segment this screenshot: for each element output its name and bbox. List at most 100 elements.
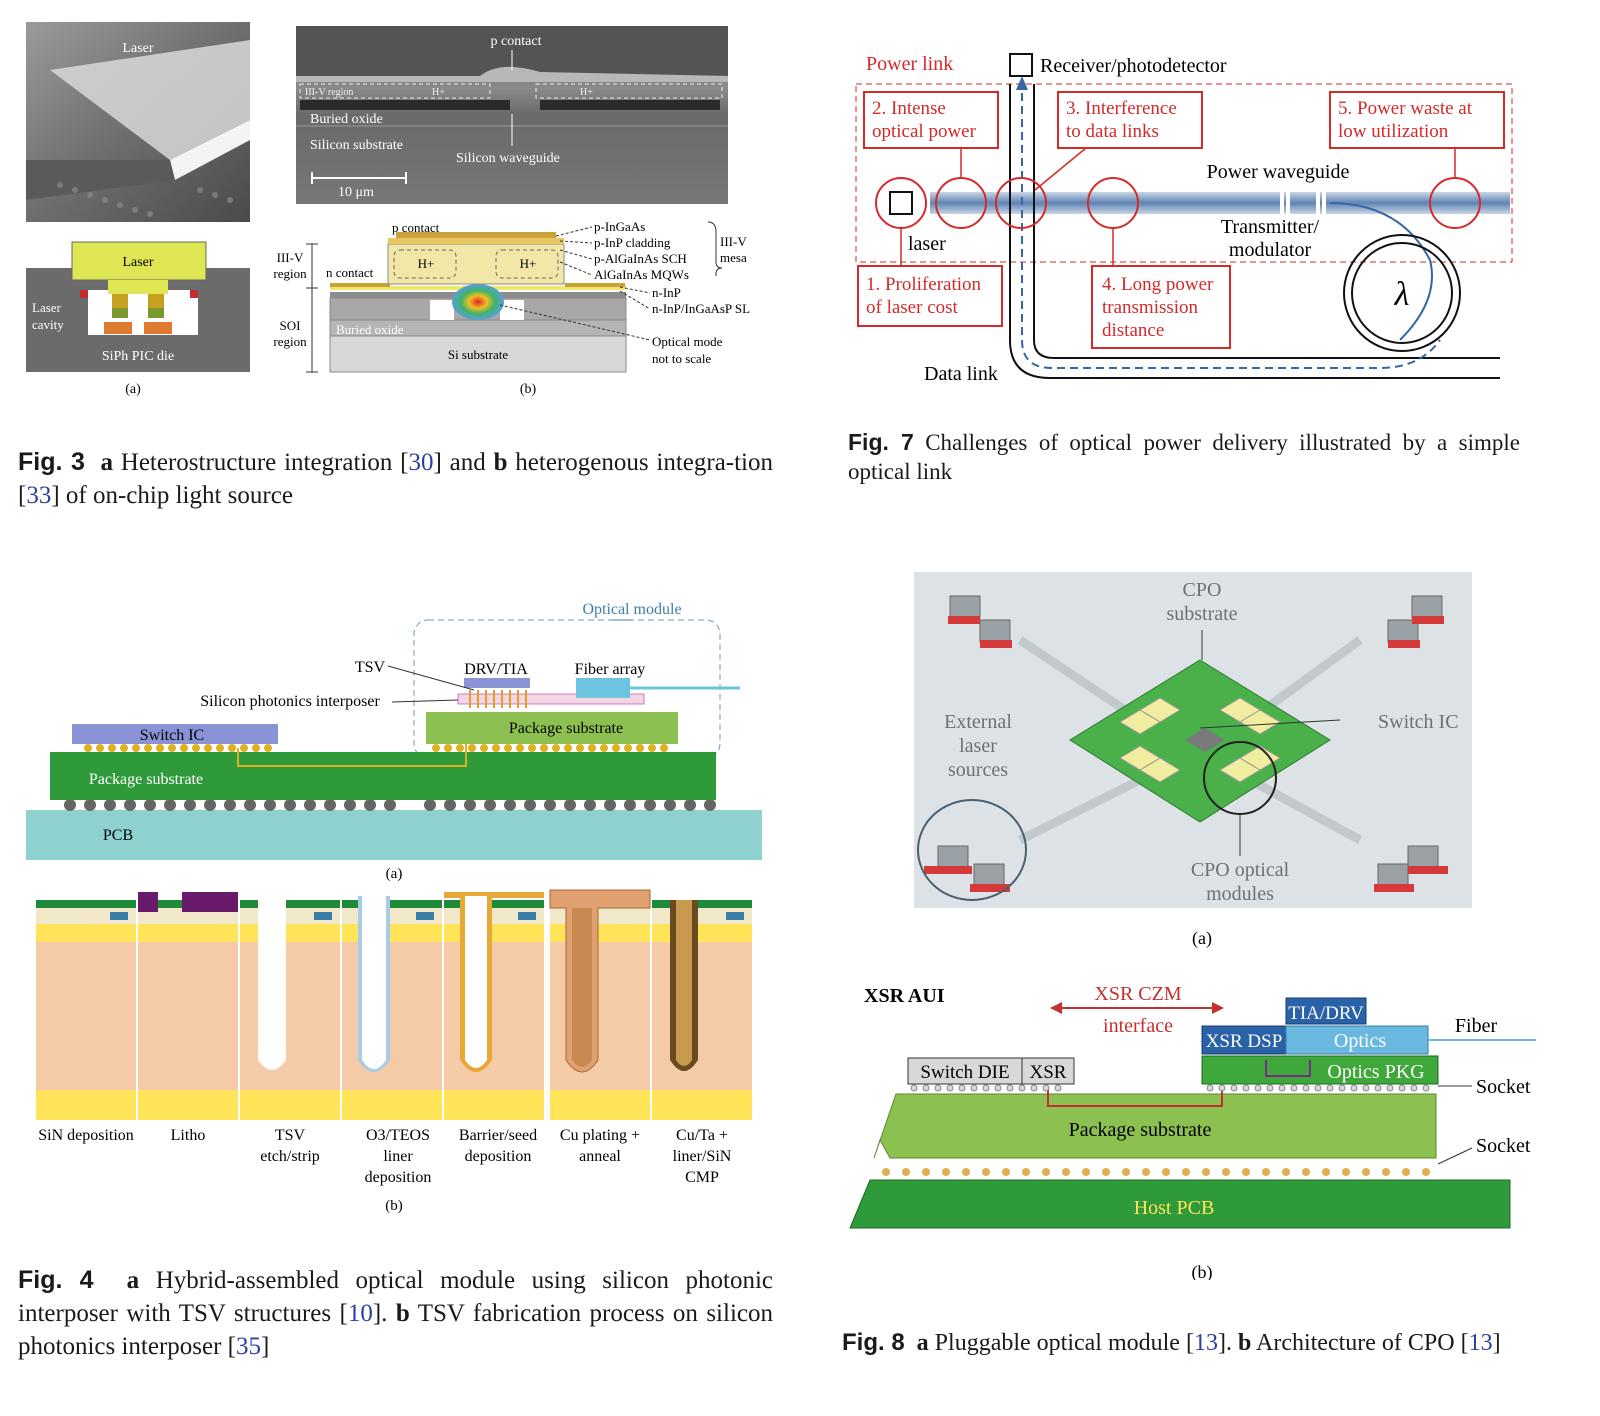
fig7-caption-label: Fig. 7 [848,429,914,455]
drv-tia-label: DRV/TIA [464,661,528,678]
fig4-label-a: (a) [386,866,403,882]
optical-mode [452,284,504,320]
tsv-label: TSV [355,659,386,676]
tsv-panel-cmp [652,900,752,1120]
switch-die [907,1057,1023,1085]
lambda-symbol: λ [1394,276,1410,313]
scale-bar-label: 10 μm [338,185,374,200]
fig4-label-b: (b) [385,1198,403,1214]
power-waveguide-label: Power waveguide [1207,161,1350,183]
ref-13b: 13 [1468,1330,1493,1356]
layer-label: AlGaInAs MQWs [594,267,689,282]
pic-die-label: SiPh PIC die [102,349,174,364]
box-label: Buried oxide [336,322,404,337]
interface-label: interface [1103,1015,1173,1037]
step-sin: SiN deposition [38,1127,134,1144]
tsv-panel-sin [36,900,136,1120]
package-substrate-module-label: Package substrate [509,720,623,737]
hplus-left: H+ [418,256,435,271]
socket-label-top: Socket [1476,1076,1531,1098]
package-substrate-main [50,752,716,800]
fig8-package-substrate [873,1093,1437,1159]
fig3-label-a: (a) [125,382,141,397]
fig4-caption-label: Fig. 4 [18,1266,94,1294]
transmitter-label: Transmitter/modulator [1221,216,1320,261]
fiber-array [576,678,630,698]
xsr-block [1021,1057,1075,1085]
ref-35: 35 [236,1333,262,1360]
layer-label: p-InGaAs [594,219,645,234]
challenge-box-1 [857,265,1003,327]
layer-label: n-InP/InGaAsP SL [652,301,750,316]
sem-hplus-1: H+ [432,87,445,98]
sem-box-label: Buried oxide [310,112,383,127]
pcb-label: PCB [103,827,133,844]
tsv-panel-etch [240,900,340,1120]
tia-drv-label: TIA/DRV [1288,1003,1364,1024]
sem-substrate-label: Silicon substrate [310,138,403,153]
challenge-box-2 [863,91,999,149]
n-contact-label: n contact [326,265,374,280]
xsr-aui-label: XSR AUI [864,985,945,1007]
challenge-box-5 [1329,91,1505,149]
data-link-label: Data link [924,363,998,385]
hplus-right: H+ [520,256,537,271]
layer-labels: p-InGaAs p-InP cladding p-AlGaInAs SCH A… [594,219,750,316]
optics-label: Optics [1334,1030,1386,1052]
sem-laser-label: Laser [122,41,153,56]
fig3-caption-label: Fig. 3 [18,448,85,476]
fiber-label: Fiber [1455,1015,1498,1037]
fig3-label-b: (b) [520,382,537,397]
pcb-balls [64,799,716,811]
tsv-process-panels [36,889,752,1120]
ref-13a: 13 [1193,1330,1218,1356]
host-pcb [849,1179,1511,1229]
schematic-laser-label: Laser [122,255,153,270]
data-link-path [1021,80,1441,369]
power-link-box [855,83,1513,263]
layer-label: n-InP [652,285,681,300]
switch-die-label: Switch DIE [920,1062,1009,1083]
socket-label-bottom: Socket [1476,1135,1531,1157]
interposer-label: Silicon photonics interposer [200,693,380,710]
tia-drv [1285,997,1367,1025]
drv-tia [464,678,530,688]
pcb [26,810,762,860]
laser-highlight [917,799,1027,901]
laser-icon [889,191,913,215]
fig8-label-b: (b) [1192,1262,1213,1280]
tsv-panel-liner [342,896,442,1120]
switch-ic [72,724,278,744]
package-substrate-main-label: Package substrate [89,771,203,788]
challenge-box-4 [1091,265,1231,349]
power-waveguide [930,192,1510,214]
xsr-dsp-label: XSR DSP [1206,1031,1283,1052]
xsr-czm-label: XSR CZM [1094,983,1181,1005]
caption-a: a [100,449,113,476]
fig4-caption: Fig. 4 a Hybrid-assembled optical module… [18,1266,773,1360]
fig8-caption-label: Fig. 8 [842,1329,905,1356]
power-link-label: Power link [866,53,953,75]
challenge-box-3 [1057,91,1203,149]
optical-module-label: Optical module [582,601,681,618]
switch-ic-label: Switch IC [140,727,204,744]
receiver-icon [1009,53,1033,77]
fig7-graphic: Power link Receiver/photodetector λ Powe… [855,53,1513,385]
fig4-graphic: Optical module PCB Package substrate Swi… [26,601,762,1214]
step-plating: Cu plating +anneal [560,1127,640,1165]
receiver-label: Receiver/photodetector [1040,55,1227,77]
fiber-array-label: Fiber array [575,661,646,678]
